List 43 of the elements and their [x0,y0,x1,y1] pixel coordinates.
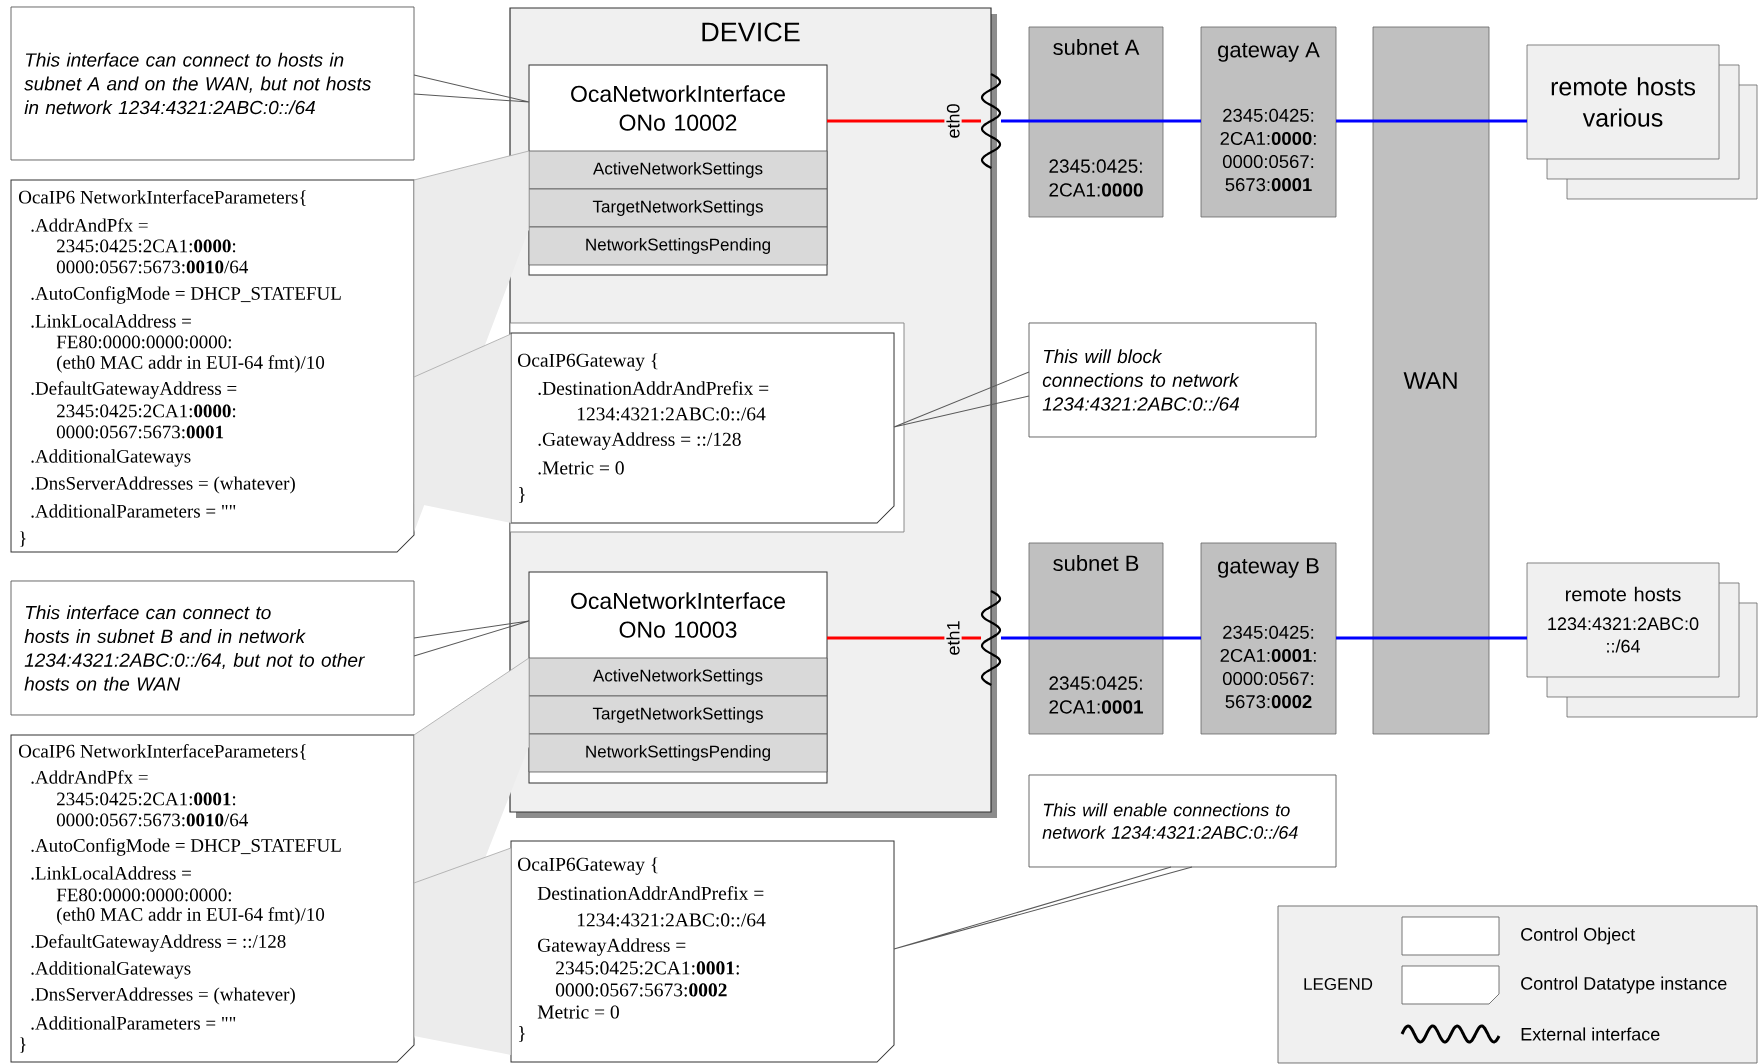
connection-line [1001,636,1029,640]
property-row: NetworkSettingsPending [528,733,828,773]
property-row: TargetNetworkSettings [528,695,828,735]
projection-wedge [413,333,512,524]
host-stack: remote hosts 1234:4321:2ABC:0 ::/64 [1526,562,1758,718]
property-row: ActiveNetworkSettings [528,150,828,190]
network-box: subnet B 2345:0425: 2CA1:0001 [1028,542,1164,735]
external-interface-symbol [980,590,1002,686]
connection-line [827,119,981,123]
connection-line [1029,636,1201,640]
legend-title: LEGEND [1304,978,1373,990]
network-box: gateway B 2345:0425: 2CA1:0001: 0000:0567: 5673:0002 [1200,542,1337,735]
leader-line [893,371,1030,428]
connection-line [1373,119,1527,123]
legend-label: Control Datatype instance [1521,976,1727,994]
external-interface-symbol [980,73,1002,169]
host-stack: remote hosts various [1526,44,1758,200]
interface-label: eth1 [944,618,962,658]
datatype-box: OcaIP6 NetworkInterfaceParameters{ .AddrAndPfx = 2345:0425:2CA1:0000: 0000:0567:5673:0010/64 .AutoConfigMode = DHCP_STATEFUL .LinkLocalAddress = FE80:0000:0000:0000: (eth0 MAC addr in EUI-64 fmt)/10 .DefaultGatewayAddress = 2345:0425:2CA1:0000: 0000:0567:5673:0001 .AdditionalGateways .DnsServerAddresses = (whatever) .AdditionalParameters = "" } [10,179,415,553]
interface-label: eth0 [944,101,962,141]
projection-wedge [413,847,512,1056]
property-row: TargetNetworkSettings [528,188,828,228]
wan-bar: WAN [1372,26,1490,735]
note-box: This interface can connect to hosts in subnet B and in network 1234:4321:2ABC:0::/64, but not to other hosts on the WAN [10,580,415,716]
connection-line [1373,636,1527,640]
legend-label: Control Object [1521,927,1636,945]
network-box: gateway A 2345:0425: 2CA1:0000: 0000:0567: 5673:0001 [1200,26,1337,218]
datatype-box: OcaIP6Gateway { .DestinationAddrAndPrefix = 1234:4321:2ABC:0::/64 .GatewayAddress = ::/128 .Metric = 0 } [509,322,905,533]
datatype-box: OcaIP6Gateway { DestinationAddrAndPrefix = 1234:4321:2ABC:0::/64 GatewayAddress = 2345:0425:2CA1:0001: 0000:0567:5673:0002 Metric = 0 } [510,840,895,1063]
connection-line [1001,119,1029,123]
leader-line [893,866,1193,950]
property-row: NetworkSettingsPending [528,226,828,266]
network-box: subnet A 2345:0425: 2CA1:0000 [1028,26,1164,218]
connection-line [1336,636,1373,640]
property-row: ActiveNetworkSettings [528,657,828,697]
connection-line [827,636,981,640]
note-box: This interface can connect to hosts in subnet A and on the WAN, but not hosts in network 1234:4321:2ABC:0::/64 [10,6,415,161]
datatype-box: OcaIP6 NetworkInterfaceParameters{ .AddrAndPfx = 2345:0425:2CA1:0001: 0000:0567:5673:0010/64 .AutoConfigMode = DHCP_STATEFUL .LinkLocalAddress = FE80:0000:0000:0000: (eth0 MAC addr in EUI-64 fmt)/10 .DefaultGatewayAddress = ::/128 .AdditionalGateways .DnsServerAddresses = (whatever) .AdditionalParameters = "" } [10,734,415,1063]
connection-line [1029,119,1201,123]
connection-line [1336,119,1373,123]
note-box: This will block connections to network 1234:4321:2ABC:0::/64 [1028,322,1317,438]
note-box: This will enable connections to network 1234:4321:2ABC:0::/64 [1028,774,1337,868]
legend-label: External interface [1521,1027,1660,1041]
